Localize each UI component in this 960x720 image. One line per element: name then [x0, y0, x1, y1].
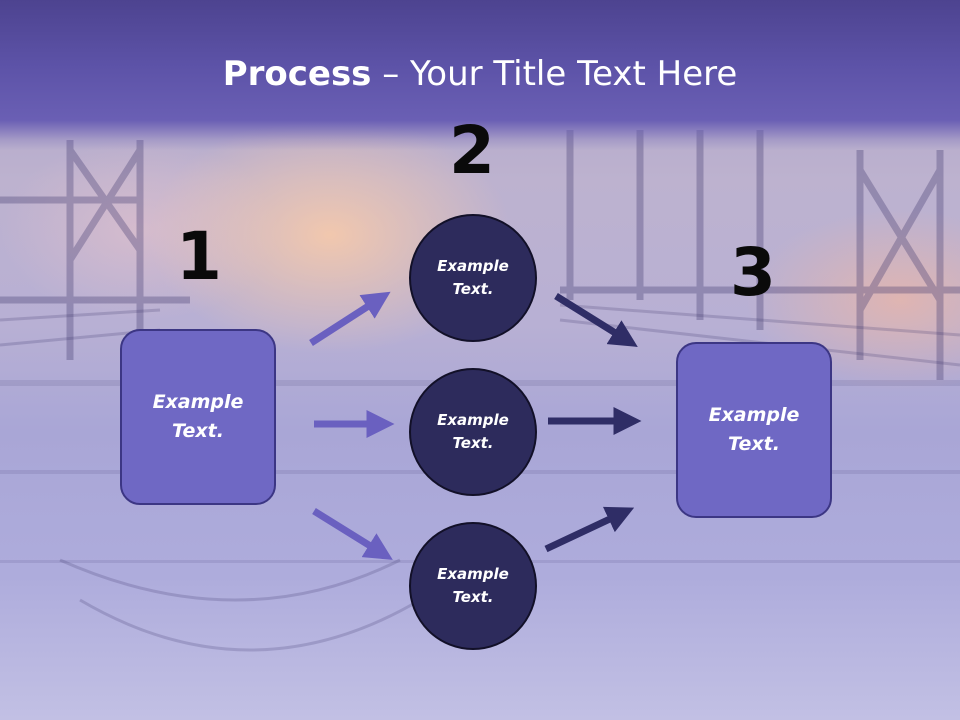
- circle-middle-text: Example Text.: [437, 411, 509, 452]
- arrow-up-right: [309, 291, 391, 346]
- title-band: [0, 0, 960, 150]
- step-number-3: 3: [730, 234, 776, 311]
- arrow-dark-down: [554, 293, 638, 347]
- circle-bottom-text: Example Text.: [437, 565, 509, 606]
- step-3-text: Example Text.: [708, 404, 800, 455]
- step-3-box[interactable]: Example Text.: [676, 342, 832, 518]
- title-bold: Process: [222, 54, 372, 94]
- circle-bottom[interactable]: Example Text.: [409, 522, 537, 650]
- step-number-1: 1: [176, 218, 222, 295]
- step-number-2: 2: [449, 112, 495, 189]
- slide-title: Process – Your Title Text Here: [0, 50, 960, 98]
- circle-top[interactable]: Example Text.: [409, 214, 537, 342]
- step-1-box[interactable]: Example Text.: [120, 329, 276, 505]
- step-1-text: Example Text.: [152, 391, 244, 442]
- circle-top-text: Example Text.: [437, 257, 509, 298]
- arrow-down-right: [312, 508, 393, 560]
- circle-middle[interactable]: Example Text.: [409, 368, 537, 496]
- title-rest: – Your Title Text Here: [371, 54, 738, 94]
- arrow-dark-up: [544, 506, 635, 553]
